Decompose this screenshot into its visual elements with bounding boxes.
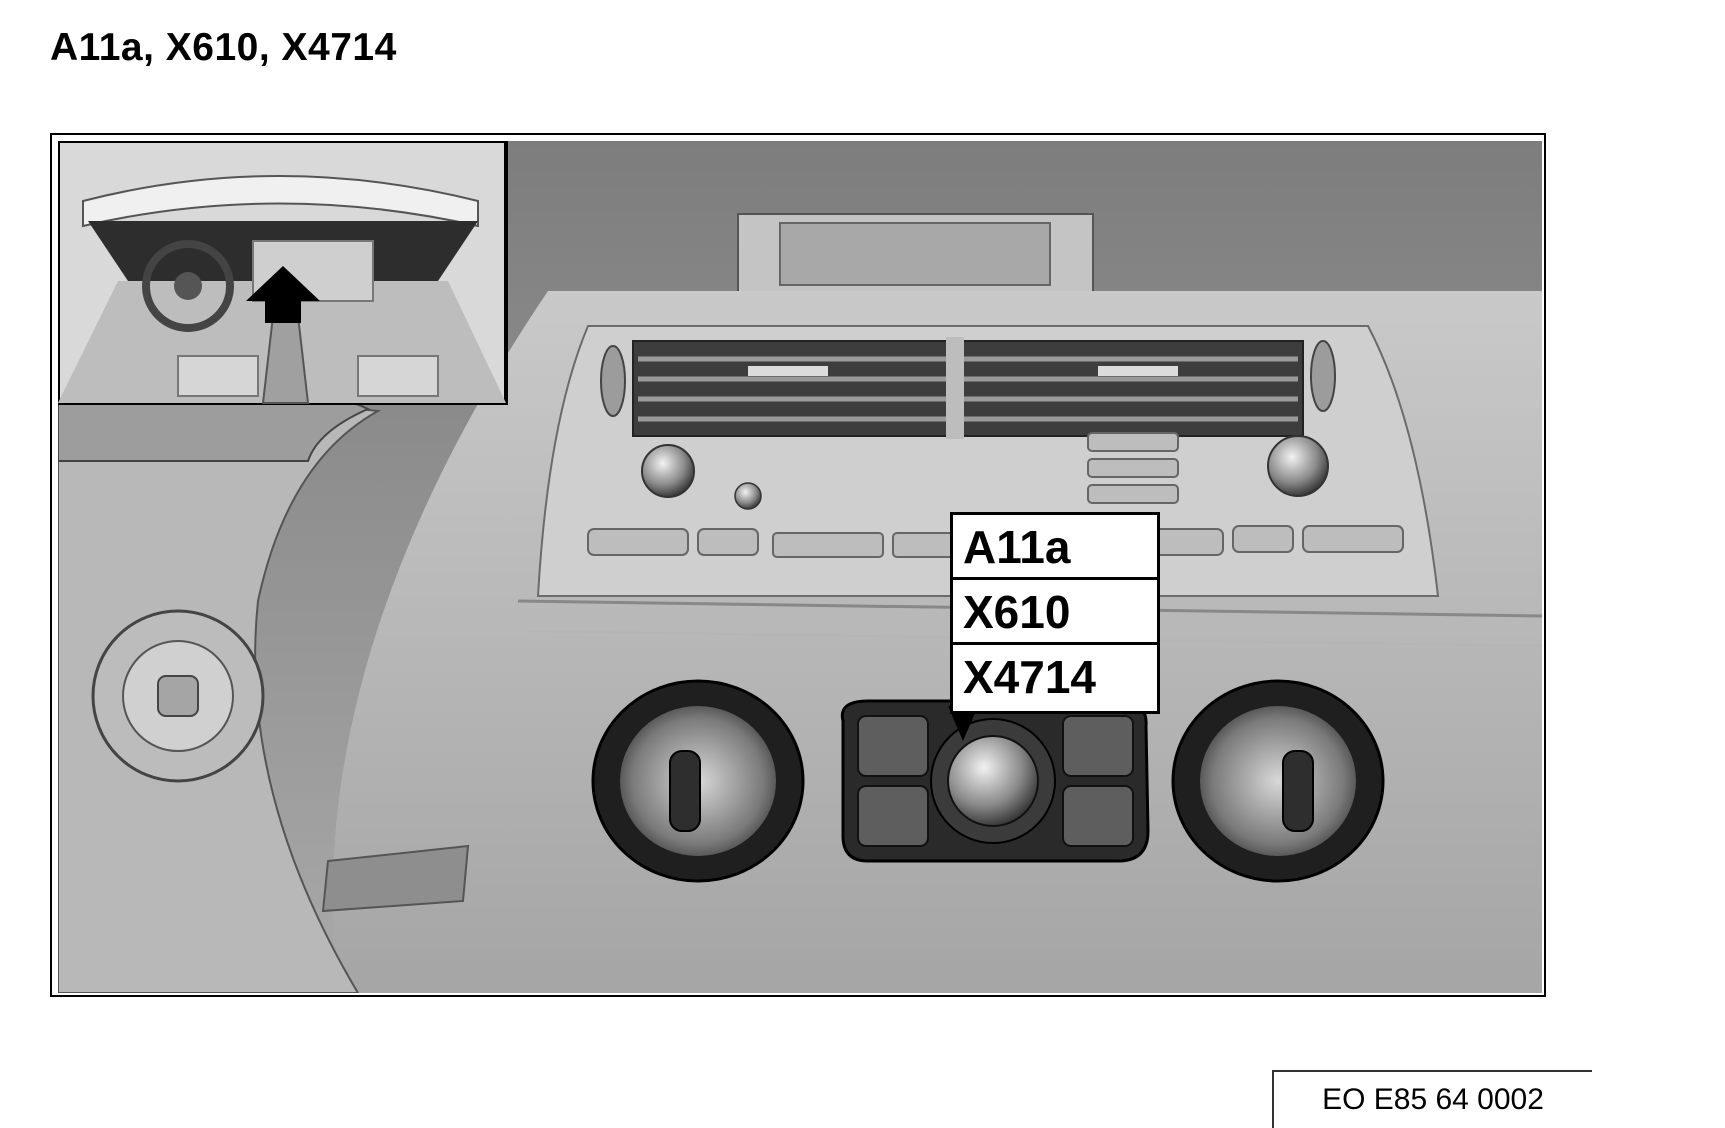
callout-label-x610: X610 bbox=[953, 580, 1157, 645]
callout-label-x4714: X4714 bbox=[963, 651, 1097, 703]
dashboard-illustration bbox=[58, 141, 1542, 993]
figure-caption: EO E85 64 0002 bbox=[1272, 1070, 1592, 1128]
figure-frame: A11a X610 X4714 EO E85 64 0002 bbox=[50, 133, 1592, 1128]
callout-label-a11a: A11a bbox=[953, 515, 1157, 580]
callout-label-box: A11a X610 X4714 bbox=[950, 512, 1160, 714]
page-title: A11a, X610, X4714 bbox=[50, 26, 397, 69]
